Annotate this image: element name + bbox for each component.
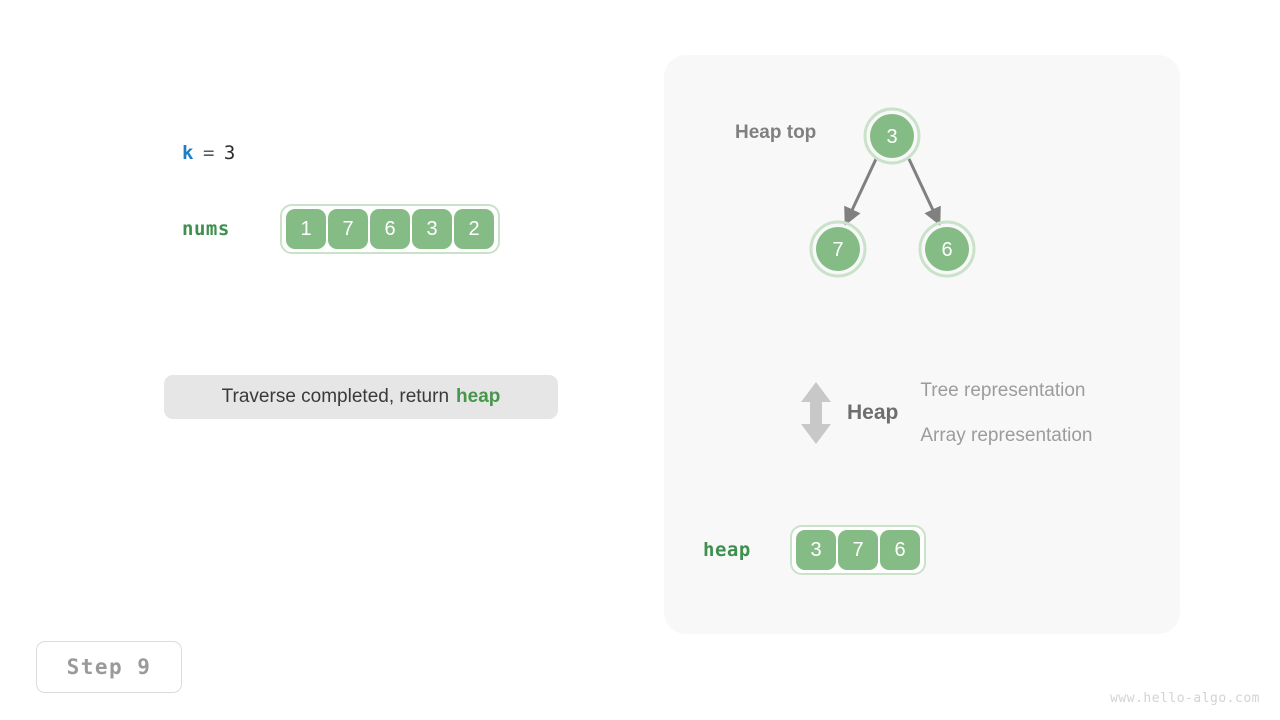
array-cell: 7 <box>328 209 368 249</box>
heap-array: 3 7 6 <box>790 525 926 575</box>
array-cell: 7 <box>838 530 878 570</box>
k-variable-row: k = 3 <box>182 142 236 164</box>
heap-array-row: heap 3 7 6 <box>703 525 926 575</box>
legend-heap-title: Heap <box>847 401 899 424</box>
array-cell: 2 <box>454 209 494 249</box>
heap-representation-legend: Heap Tree representation Array represent… <box>795 368 1093 458</box>
heap-top-label: Heap top <box>735 122 817 143</box>
legend-line-array: Array representation <box>920 425 1093 446</box>
nums-array: 1 7 6 3 2 <box>280 204 500 254</box>
array-cell: 6 <box>880 530 920 570</box>
heap-label: heap <box>703 539 751 561</box>
array-cell: 3 <box>412 209 452 249</box>
status-message-text: Traverse completed, return <box>221 386 450 407</box>
k-variable-value: 3 <box>223 142 236 164</box>
nums-label: nums <box>182 218 230 240</box>
double-arrow-vertical-icon <box>801 382 831 444</box>
array-cell: 6 <box>370 209 410 249</box>
array-cell: 3 <box>796 530 836 570</box>
nums-array-row: nums 1 7 6 3 2 <box>182 204 500 254</box>
array-cell: 1 <box>286 209 326 249</box>
step-badge: Step 9 <box>36 641 182 693</box>
status-message-highlight: heap <box>456 386 501 407</box>
k-variable-name: k <box>182 142 194 164</box>
legend-line-tree: Tree representation <box>920 380 1086 401</box>
k-equals-sign: = <box>202 142 215 164</box>
site-watermark: www.hello-algo.com <box>1110 691 1260 706</box>
status-message: Traverse completed, return heap <box>164 375 558 419</box>
legend-text-lines: Tree representation Array representation <box>920 368 1092 458</box>
